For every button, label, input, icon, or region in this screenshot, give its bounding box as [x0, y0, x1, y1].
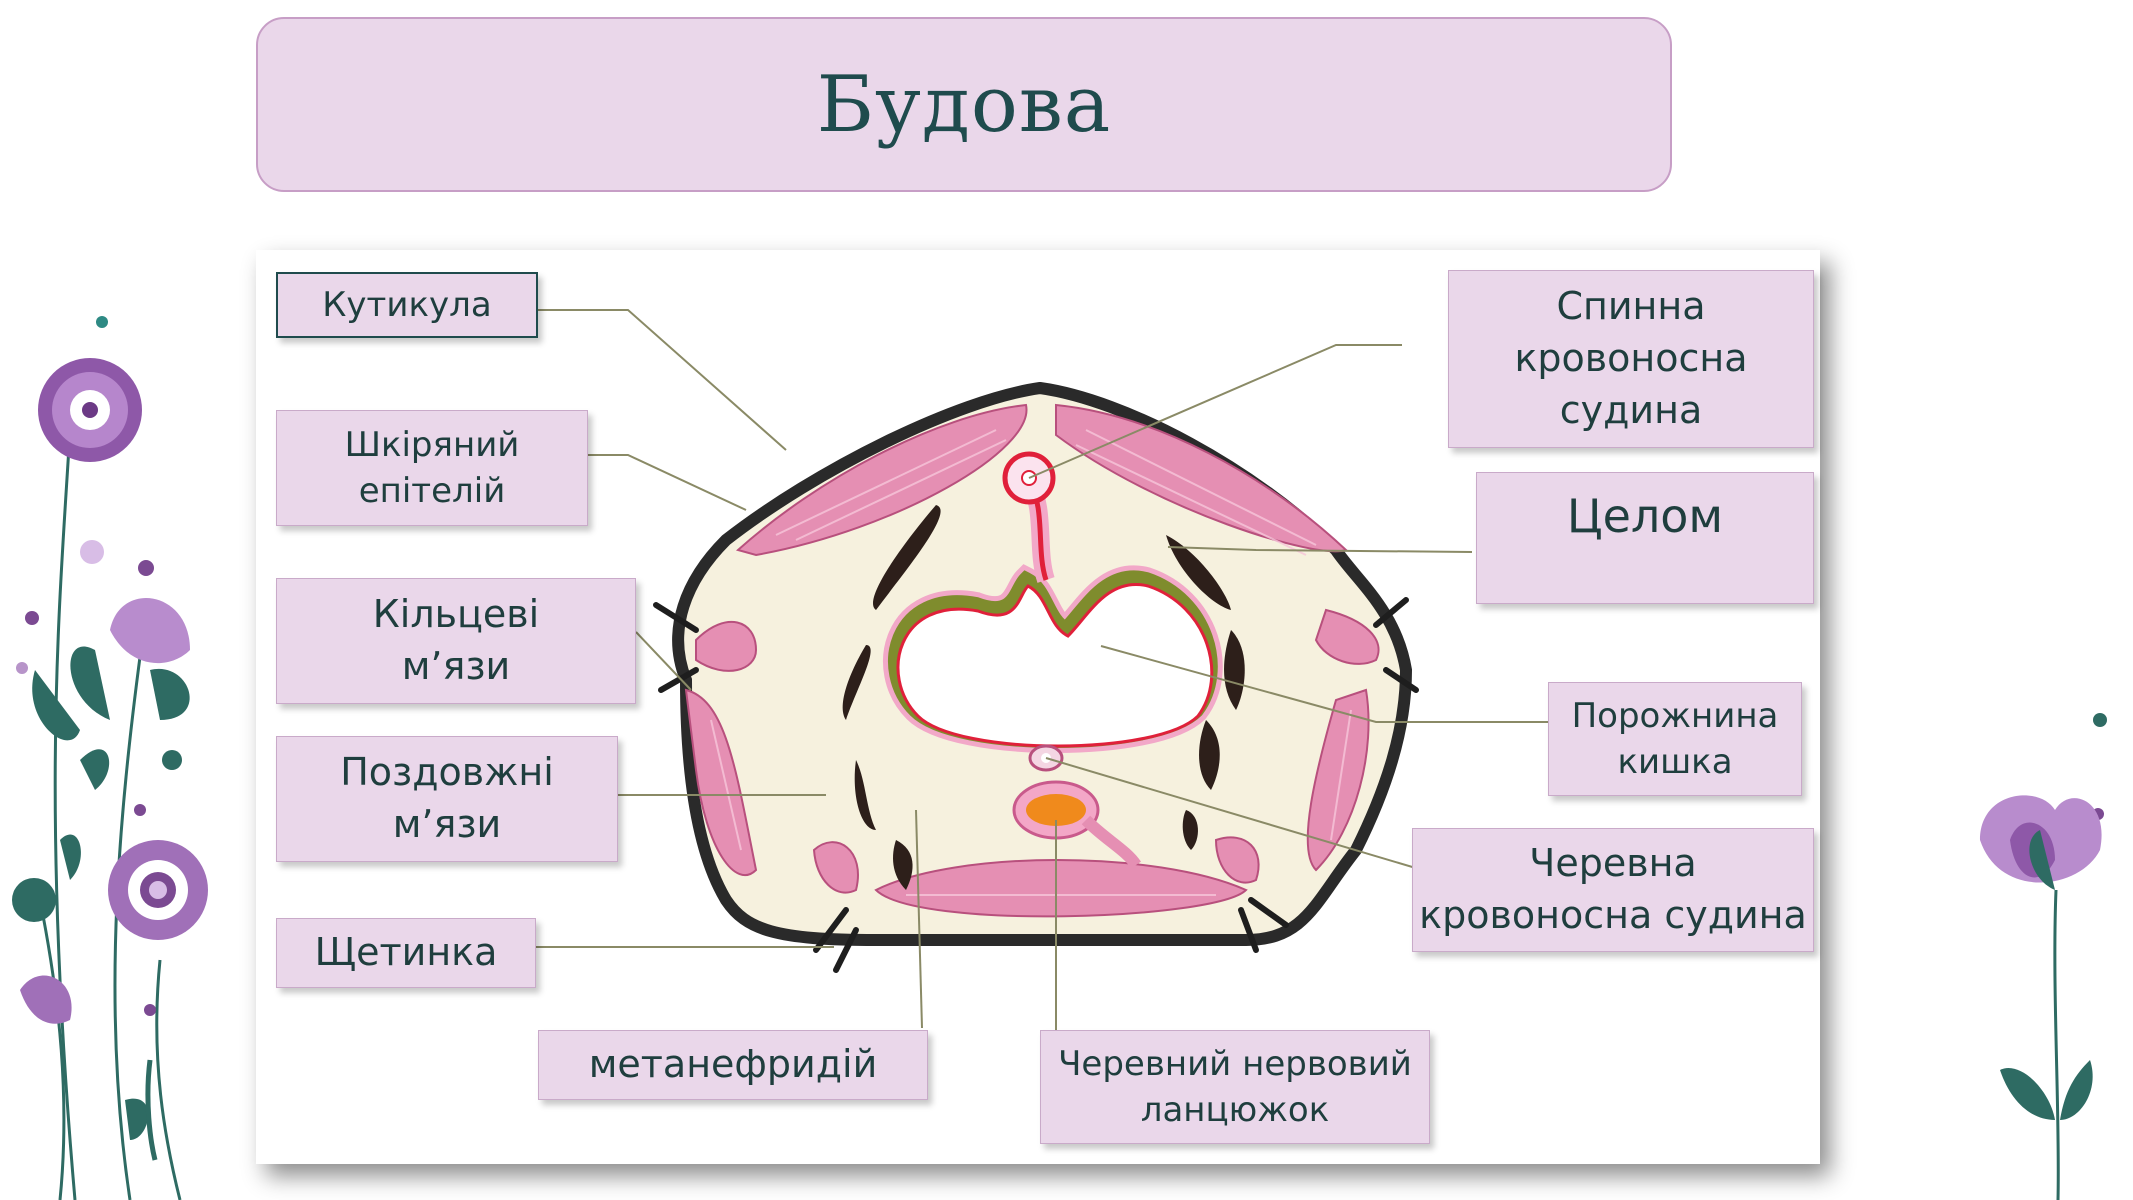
label-circular-muscles: Кільцеві м’язи	[276, 578, 636, 704]
page-title: Будова	[816, 59, 1112, 150]
flower-decoration-left	[12, 316, 208, 1200]
label-ventral-nerve-cord: Черевний нервовий ланцюжок	[1040, 1030, 1430, 1144]
label-seta: Щетинка	[276, 918, 536, 988]
label-dorsal-vessel: Спинна кровоносна судина	[1448, 270, 1814, 448]
flower-top	[38, 358, 142, 462]
tulip-left	[70, 597, 190, 720]
label-skin-epithelium: Шкіряний епітелій	[276, 410, 588, 526]
tulip-right	[1980, 795, 2102, 890]
title-banner: Будова	[256, 17, 1672, 192]
gut	[883, 564, 1223, 753]
label-gut-cavity: Порожнина кишка	[1548, 682, 1802, 796]
flower-middle	[108, 840, 208, 940]
label-longitudinal-muscles: Поздовжні м’язи	[276, 736, 618, 862]
diagram-card: Кутикула Шкіряний епітелій Кільцеві м’яз…	[256, 250, 1820, 1164]
label-ventral-vessel: Черевна кровоносна судина	[1412, 828, 1814, 952]
label-metanephridium: метанефридій	[538, 1030, 928, 1100]
label-coelom: Целом	[1476, 472, 1814, 604]
ventral-vessel	[1028, 744, 1064, 772]
flower-decoration-right	[1980, 713, 2107, 1200]
label-cuticle: Кутикула	[276, 272, 538, 338]
